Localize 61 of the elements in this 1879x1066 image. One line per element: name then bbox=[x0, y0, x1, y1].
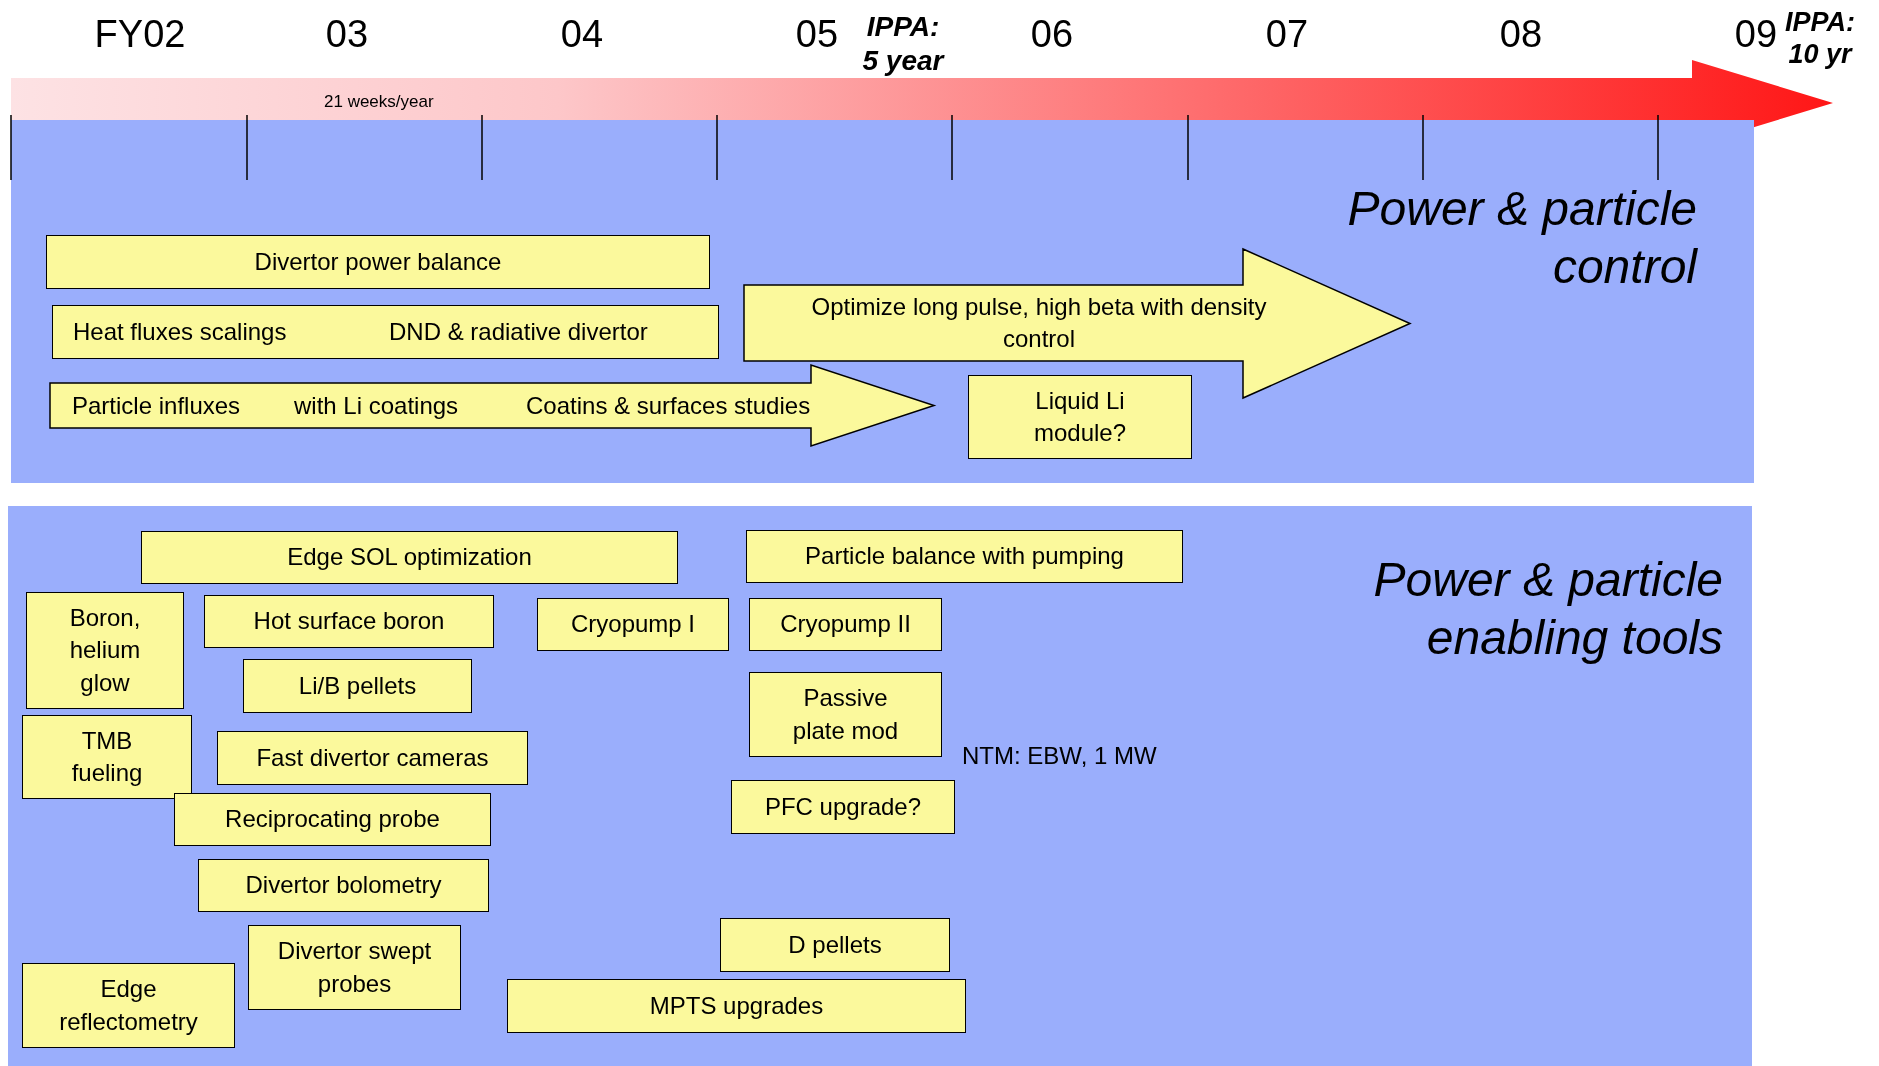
task-label: Particle influxes bbox=[72, 390, 241, 421]
task-label: Edge SOL optimization bbox=[286, 542, 533, 573]
task-box bbox=[243, 659, 472, 713]
task-label: Fast divertor cameras bbox=[255, 742, 490, 773]
task-label: DND & radiative divertor bbox=[389, 316, 648, 347]
task-label: Hot surface boron bbox=[252, 606, 446, 637]
task-label: Cryopump I bbox=[569, 609, 696, 640]
year-label: 06 bbox=[1030, 12, 1074, 57]
task-label: Cryopump II bbox=[779, 609, 912, 640]
panel-title: Power & particle enabling tools bbox=[1372, 552, 1723, 666]
task-label: Li/B pellets bbox=[297, 670, 418, 701]
year-label: 07 bbox=[1265, 12, 1309, 57]
task-box bbox=[46, 235, 710, 289]
task-box bbox=[749, 672, 942, 757]
task-label: with Li coatings bbox=[294, 390, 459, 421]
task-box bbox=[968, 375, 1192, 459]
year-label: 08 bbox=[1499, 12, 1543, 57]
milestone-label: IPPA: 10 yr bbox=[1784, 6, 1856, 71]
task-box bbox=[22, 715, 192, 799]
year-label: 09 bbox=[1734, 12, 1778, 57]
task-label: MPTS upgrades bbox=[648, 990, 825, 1021]
task-label: TMB fueling bbox=[70, 725, 144, 788]
task-label: Optimize long pulse, high beta with density control bbox=[810, 291, 1268, 354]
task-label: Particle balance with pumping bbox=[804, 541, 1125, 572]
year-label: 03 bbox=[325, 12, 369, 57]
task-label: D pellets bbox=[787, 929, 883, 960]
task-label: Boron, helium glow bbox=[68, 602, 142, 698]
task-label: Divertor swept probes bbox=[276, 936, 433, 999]
task-label: Passive plate mod bbox=[791, 683, 900, 746]
panel bbox=[8, 506, 1752, 1066]
year-label: FY02 bbox=[94, 12, 186, 57]
year-label: 04 bbox=[560, 12, 604, 57]
task-box bbox=[746, 530, 1183, 583]
task-label: Heat fluxes scalings bbox=[73, 316, 287, 347]
task-box bbox=[749, 598, 942, 651]
panel bbox=[11, 120, 1754, 483]
note-label: 21 weeks/year bbox=[324, 92, 434, 113]
task-box bbox=[217, 731, 528, 785]
year-label: 05 bbox=[795, 12, 839, 57]
milestone-label: IPPA: 5 year bbox=[861, 10, 946, 78]
task-label: Divertor power balance bbox=[253, 246, 503, 277]
task-box bbox=[174, 793, 491, 846]
task-box bbox=[22, 963, 235, 1048]
task-box bbox=[52, 305, 719, 359]
task-box bbox=[720, 918, 950, 972]
task-label: PFC upgrade? bbox=[763, 791, 923, 822]
task-label: Coatins & surfaces studies bbox=[526, 390, 811, 421]
task-box bbox=[204, 595, 494, 648]
task-label: Edge reflectometry bbox=[58, 974, 199, 1037]
task-box bbox=[731, 780, 955, 834]
task-box bbox=[26, 592, 184, 709]
task-label: Divertor bolometry bbox=[244, 870, 443, 901]
panel-title: Power & particle control bbox=[1346, 181, 1697, 295]
task-box bbox=[507, 979, 966, 1033]
task-box bbox=[198, 859, 489, 912]
note-label: NTM: EBW, 1 MW bbox=[962, 742, 1157, 771]
task-label: Reciprocating probe bbox=[224, 804, 441, 835]
task-box bbox=[248, 925, 461, 1010]
task-box bbox=[537, 598, 729, 651]
task-label: Liquid Li module? bbox=[1032, 385, 1128, 448]
task-box bbox=[141, 531, 678, 584]
